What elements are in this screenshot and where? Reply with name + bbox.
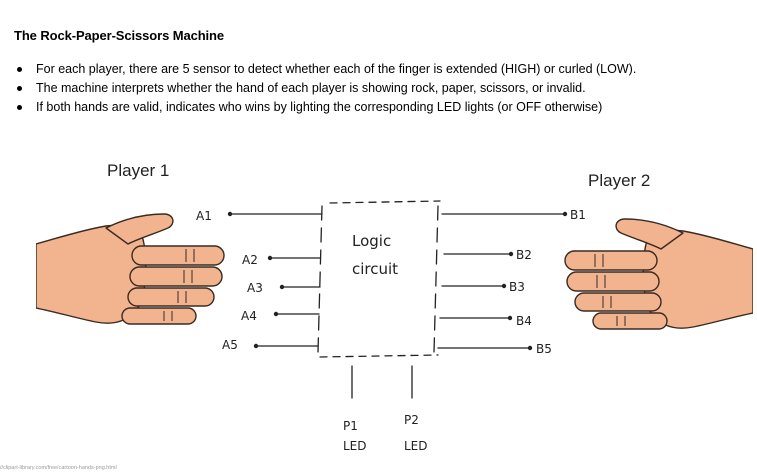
bullet-text: For each player, there are 5 sensor to d… xyxy=(36,62,637,76)
bullet-dot-icon xyxy=(17,67,22,72)
label-a3: A3 xyxy=(247,281,263,295)
source-url: //clipart-library.com/free/cartoon-hands… xyxy=(0,465,117,471)
logic-circuit-line2: circuit xyxy=(352,260,398,278)
terminal-b3-icon xyxy=(501,283,507,289)
bullet-item: If both hands are valid, indicates who w… xyxy=(14,98,749,117)
terminal-a1-icon xyxy=(227,211,233,217)
output-p1-label: P1 xyxy=(343,419,358,433)
bullet-dot-icon xyxy=(17,105,22,110)
label-b1: B1 xyxy=(570,208,586,222)
label-b3: B3 xyxy=(509,280,525,294)
terminal-a3-icon xyxy=(279,284,285,290)
output-p2-led: LED xyxy=(404,439,428,453)
label-a2: A2 xyxy=(242,253,258,267)
label-a4: A4 xyxy=(241,309,257,323)
bullet-dot-icon xyxy=(17,86,22,91)
terminal-a5-icon xyxy=(253,343,259,349)
player-1-label: Player 1 xyxy=(107,161,170,180)
terminal-b5-icon xyxy=(527,345,533,351)
player-2-label: Player 2 xyxy=(588,171,651,190)
circuit-box-right xyxy=(433,205,439,353)
circuit-box-left xyxy=(317,205,323,353)
bullet-text: If both hands are valid, indicates who w… xyxy=(36,100,603,114)
label-b2: B2 xyxy=(516,248,532,262)
terminal-b2-icon xyxy=(508,251,514,257)
terminal-b4-icon xyxy=(507,315,513,321)
circuit-box-bottom xyxy=(319,354,439,358)
label-a5: A5 xyxy=(222,338,238,352)
label-b4: B4 xyxy=(516,314,532,328)
terminal-a4-icon xyxy=(273,311,279,317)
circuit-box-top xyxy=(329,200,441,204)
bullet-text: The machine interprets whether the hand … xyxy=(36,81,586,95)
left-hand-icon xyxy=(36,213,225,325)
output-p1-led: LED xyxy=(343,439,367,453)
label-b5: B5 xyxy=(536,342,552,356)
bullet-item: The machine interprets whether the hand … xyxy=(14,79,749,98)
right-hand-icon xyxy=(564,218,753,330)
terminal-b1-icon xyxy=(562,211,568,217)
label-a1: A1 xyxy=(196,209,212,223)
page-title: The Rock-Paper-Scissors Machine xyxy=(14,28,225,43)
bullet-list: For each player, there are 5 sensor to d… xyxy=(14,60,749,117)
terminal-a2-icon xyxy=(267,255,273,261)
logic-circuit-line1: Logic xyxy=(352,232,391,250)
output-p2-label: P2 xyxy=(404,413,419,427)
bullet-item: For each player, there are 5 sensor to d… xyxy=(14,60,749,79)
